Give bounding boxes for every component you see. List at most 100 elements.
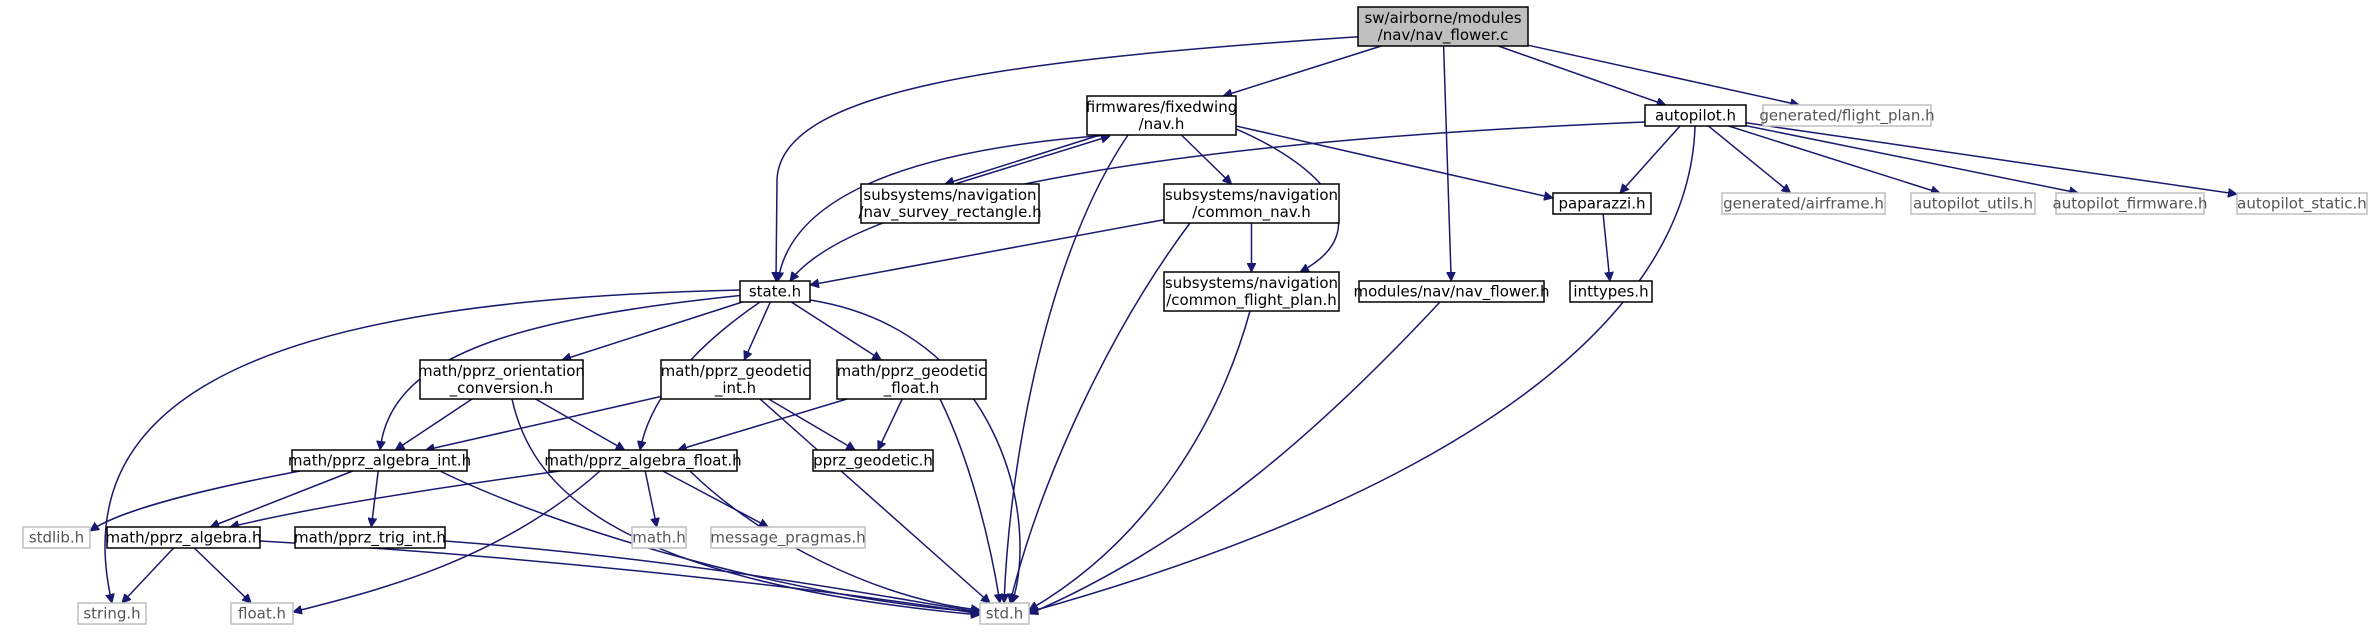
edge-algebra-float-h-to-pprz-algebra-h — [230, 470, 561, 527]
node-inttypes-h[interactable]: inttypes.h — [1569, 280, 1653, 303]
node-label: math/pprz_geodetic — [837, 362, 987, 381]
edge-fixedwing-nav-h-to-common-nav-h — [1180, 134, 1231, 184]
edge-orientation-conversion-h-to-algebra-int-h — [395, 398, 473, 451]
edge-geodetic-float-h-to-pprz-geodetic-h — [877, 398, 903, 450]
edge-geodetic-int-h-to-algebra-int-h — [426, 395, 662, 451]
node-algebra-float-h[interactable]: math/pprz_algebra_float.h — [544, 449, 742, 472]
node-box — [1552, 192, 1652, 215]
edge-autopilot-h-to-airframe-h — [1707, 125, 1790, 193]
node-box — [1569, 280, 1653, 303]
node-label: modules/nav/nav_flower.h — [1354, 283, 1550, 302]
edge-state-h-to-geodetic-float-h — [790, 301, 881, 361]
node-label: math.h — [632, 529, 685, 547]
edge-state-h-to-geodetic-int-h — [744, 301, 771, 360]
node-box — [979, 602, 1030, 625]
node-label: string.h — [83, 605, 140, 623]
edge-paparazzi-h-to-inttypes-h — [1602, 213, 1610, 281]
node-label: float.h — [238, 605, 286, 623]
node-paparazzi-h[interactable]: paparazzi.h — [1552, 192, 1652, 215]
node-box — [1358, 280, 1545, 303]
node-box — [739, 280, 811, 303]
node-float-h: float.h — [230, 602, 294, 625]
edge-algebra-float-h-to-float-h — [293, 470, 601, 612]
node-label: math/pprz_algebra_int.h — [288, 452, 471, 471]
node-label: subsystems/navigation — [1165, 274, 1338, 292]
edge-nav-flower-h-to-std-h — [1029, 301, 1441, 614]
node-geodetic-int-h[interactable]: math/pprz_geodetic_int.h — [660, 359, 811, 400]
edge-pprz-algebra-h-to-string-h — [122, 547, 175, 603]
node-message-pragmas-h: message_pragmas.h — [710, 526, 866, 549]
edge-nav-flower-c-to-nav-flower-h — [1442, 45, 1452, 281]
edge-geodetic-float-h-to-algebra-float-h — [678, 398, 848, 450]
node-box — [860, 183, 1040, 224]
node-box — [22, 526, 91, 549]
edge-state-h-to-string-h — [104, 289, 741, 603]
edge-pprz-algebra-h-to-float-h — [193, 547, 251, 603]
node-box — [291, 449, 468, 472]
node-box — [77, 602, 147, 625]
node-label: _float.h — [883, 379, 939, 398]
node-box — [812, 449, 934, 472]
node-label: math/pprz_orientation — [418, 362, 585, 381]
node-box — [294, 526, 446, 549]
node-algebra-int-h[interactable]: math/pprz_algebra_int.h — [288, 449, 471, 472]
edge-common-nav-h-to-state-h — [810, 218, 1165, 285]
node-box — [419, 359, 584, 400]
node-label: /nav/nav_flower.c — [1378, 26, 1509, 45]
node-math-h: math.h — [631, 526, 687, 549]
edge-autopilot-h-to-autopilot-firmware-h — [1745, 124, 2078, 193]
node-box — [1644, 104, 1747, 127]
edge-orientation-conversion-h-to-std-h — [511, 398, 980, 615]
nodes-layer: sw/airborne/modules/nav/nav_flower.cfirm… — [22, 6, 2368, 625]
edge-autopilot-h-to-autopilot-utils-h — [1728, 125, 1940, 193]
node-label: autopilot_firmware.h — [2053, 195, 2208, 214]
edge-state-h-to-algebra-int-h — [380, 294, 746, 450]
node-label: math/pprz_algebra.h — [105, 529, 261, 548]
node-trig-int-h[interactable]: math/pprz_trig_int.h — [294, 526, 446, 549]
node-label: autopilot_utils.h — [1913, 195, 2033, 214]
node-label: std.h — [986, 605, 1024, 623]
node-label: /nav_survey_rectangle.h — [858, 203, 1041, 222]
edge-trig-int-h-to-std-h — [444, 540, 980, 612]
edge-state-h-to-std-h — [809, 299, 1021, 603]
node-label: inttypes.h — [1573, 283, 1648, 301]
node-label: _conversion.h — [449, 379, 554, 398]
node-autopilot-h[interactable]: autopilot.h — [1644, 104, 1747, 127]
node-label: autopilot_static.h — [2237, 195, 2367, 214]
node-common-nav-h[interactable]: subsystems/navigation/common_nav.h — [1163, 183, 1340, 224]
node-box — [1357, 6, 1529, 47]
edge-algebra-float-h-to-std-h — [689, 470, 980, 610]
node-nav-flower-h[interactable]: modules/nav/nav_flower.h — [1354, 280, 1550, 303]
node-nav-flower-c[interactable]: sw/airborne/modules/nav/nav_flower.c — [1357, 6, 1529, 47]
node-autopilot-firmware-h: autopilot_firmware.h — [2053, 192, 2208, 215]
edge-algebra-int-h-to-std-h — [439, 470, 980, 612]
edge-algebra-int-h-to-pprz-algebra-h — [210, 470, 354, 527]
edge-fixedwing-nav-h-to-std-h — [1004, 134, 1129, 603]
node-nav-survey-rectangle-h[interactable]: subsystems/navigation/nav_survey_rectang… — [858, 183, 1042, 224]
node-label: math/pprz_geodetic — [661, 362, 811, 381]
node-label: message_pragmas.h — [710, 529, 865, 548]
node-pprz-geodetic-h[interactable]: pprz_geodetic.h — [812, 449, 934, 472]
node-label: generated/airframe.h — [1723, 195, 1884, 213]
node-state-h[interactable]: state.h — [739, 280, 811, 303]
node-orientation-conversion-h[interactable]: math/pprz_orientation_conversion.h — [418, 359, 585, 400]
node-label: sw/airborne/modules — [1364, 9, 1521, 27]
edge-geodetic-int-h-to-pprz-geodetic-h — [768, 398, 856, 451]
node-label: paparazzi.h — [1559, 195, 1646, 213]
node-box — [631, 526, 687, 549]
edge-pprz-algebra-h-to-std-h — [259, 540, 980, 614]
edge-algebra-float-h-to-math-h — [644, 470, 657, 527]
node-fixedwing-nav-h[interactable]: firmwares/fixedwing/nav.h — [1086, 95, 1237, 136]
node-autopilot-utils-h: autopilot_utils.h — [1910, 192, 2036, 215]
node-common-flight-plan-h[interactable]: subsystems/navigation/common_flight_plan… — [1163, 271, 1340, 312]
node-label: autopilot.h — [1655, 107, 1736, 125]
edge-common-nav-h-to-std-h — [1010, 222, 1191, 603]
node-geodetic-float-h[interactable]: math/pprz_geodetic_float.h — [836, 359, 987, 400]
node-label: /common_nav.h — [1192, 203, 1311, 222]
node-pprz-algebra-h[interactable]: math/pprz_algebra.h — [105, 526, 262, 549]
edge-nav-survey-rectangle-h-to-fixedwing-nav-h — [954, 136, 1110, 185]
node-box — [2055, 192, 2205, 215]
node-box — [836, 359, 987, 400]
edge-nav-flower-c-to-state-h — [776, 35, 1371, 281]
